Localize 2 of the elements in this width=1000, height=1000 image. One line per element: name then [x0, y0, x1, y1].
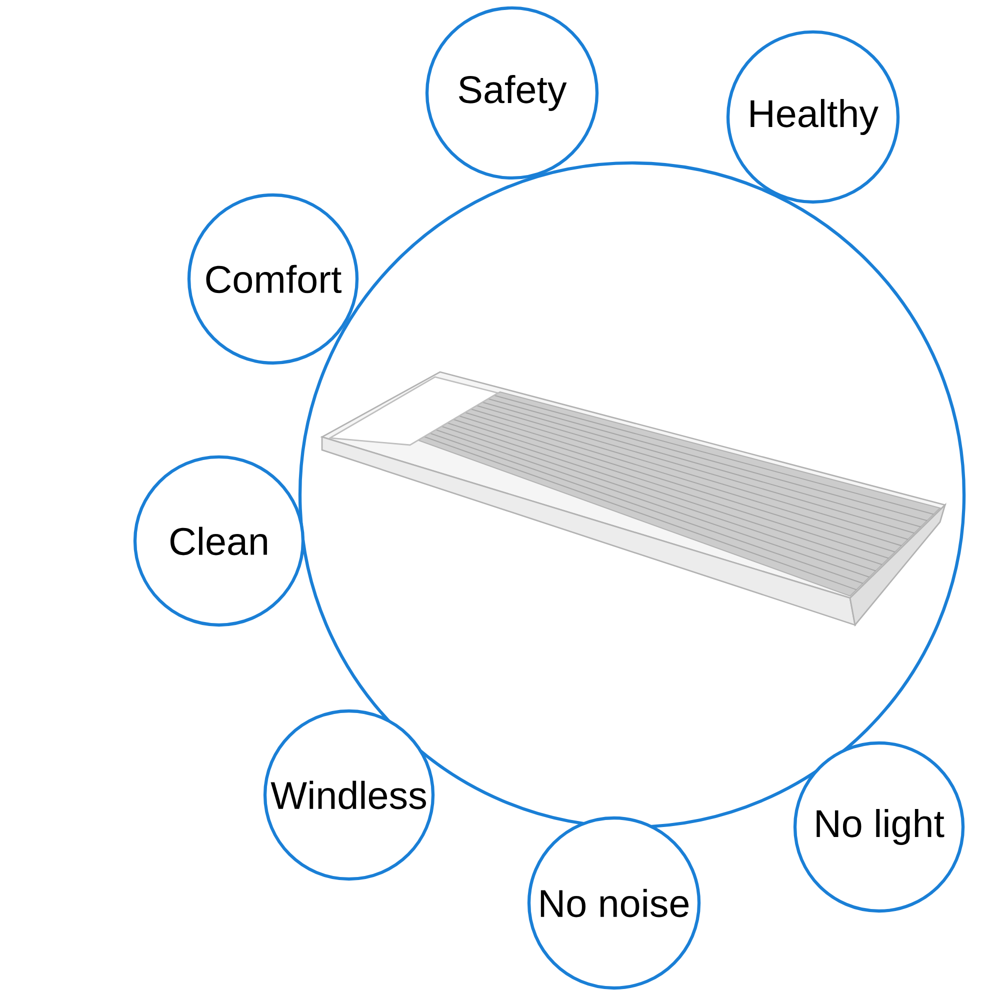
node-label: No light: [816, 808, 944, 845]
node-label: No noise: [540, 888, 689, 918]
